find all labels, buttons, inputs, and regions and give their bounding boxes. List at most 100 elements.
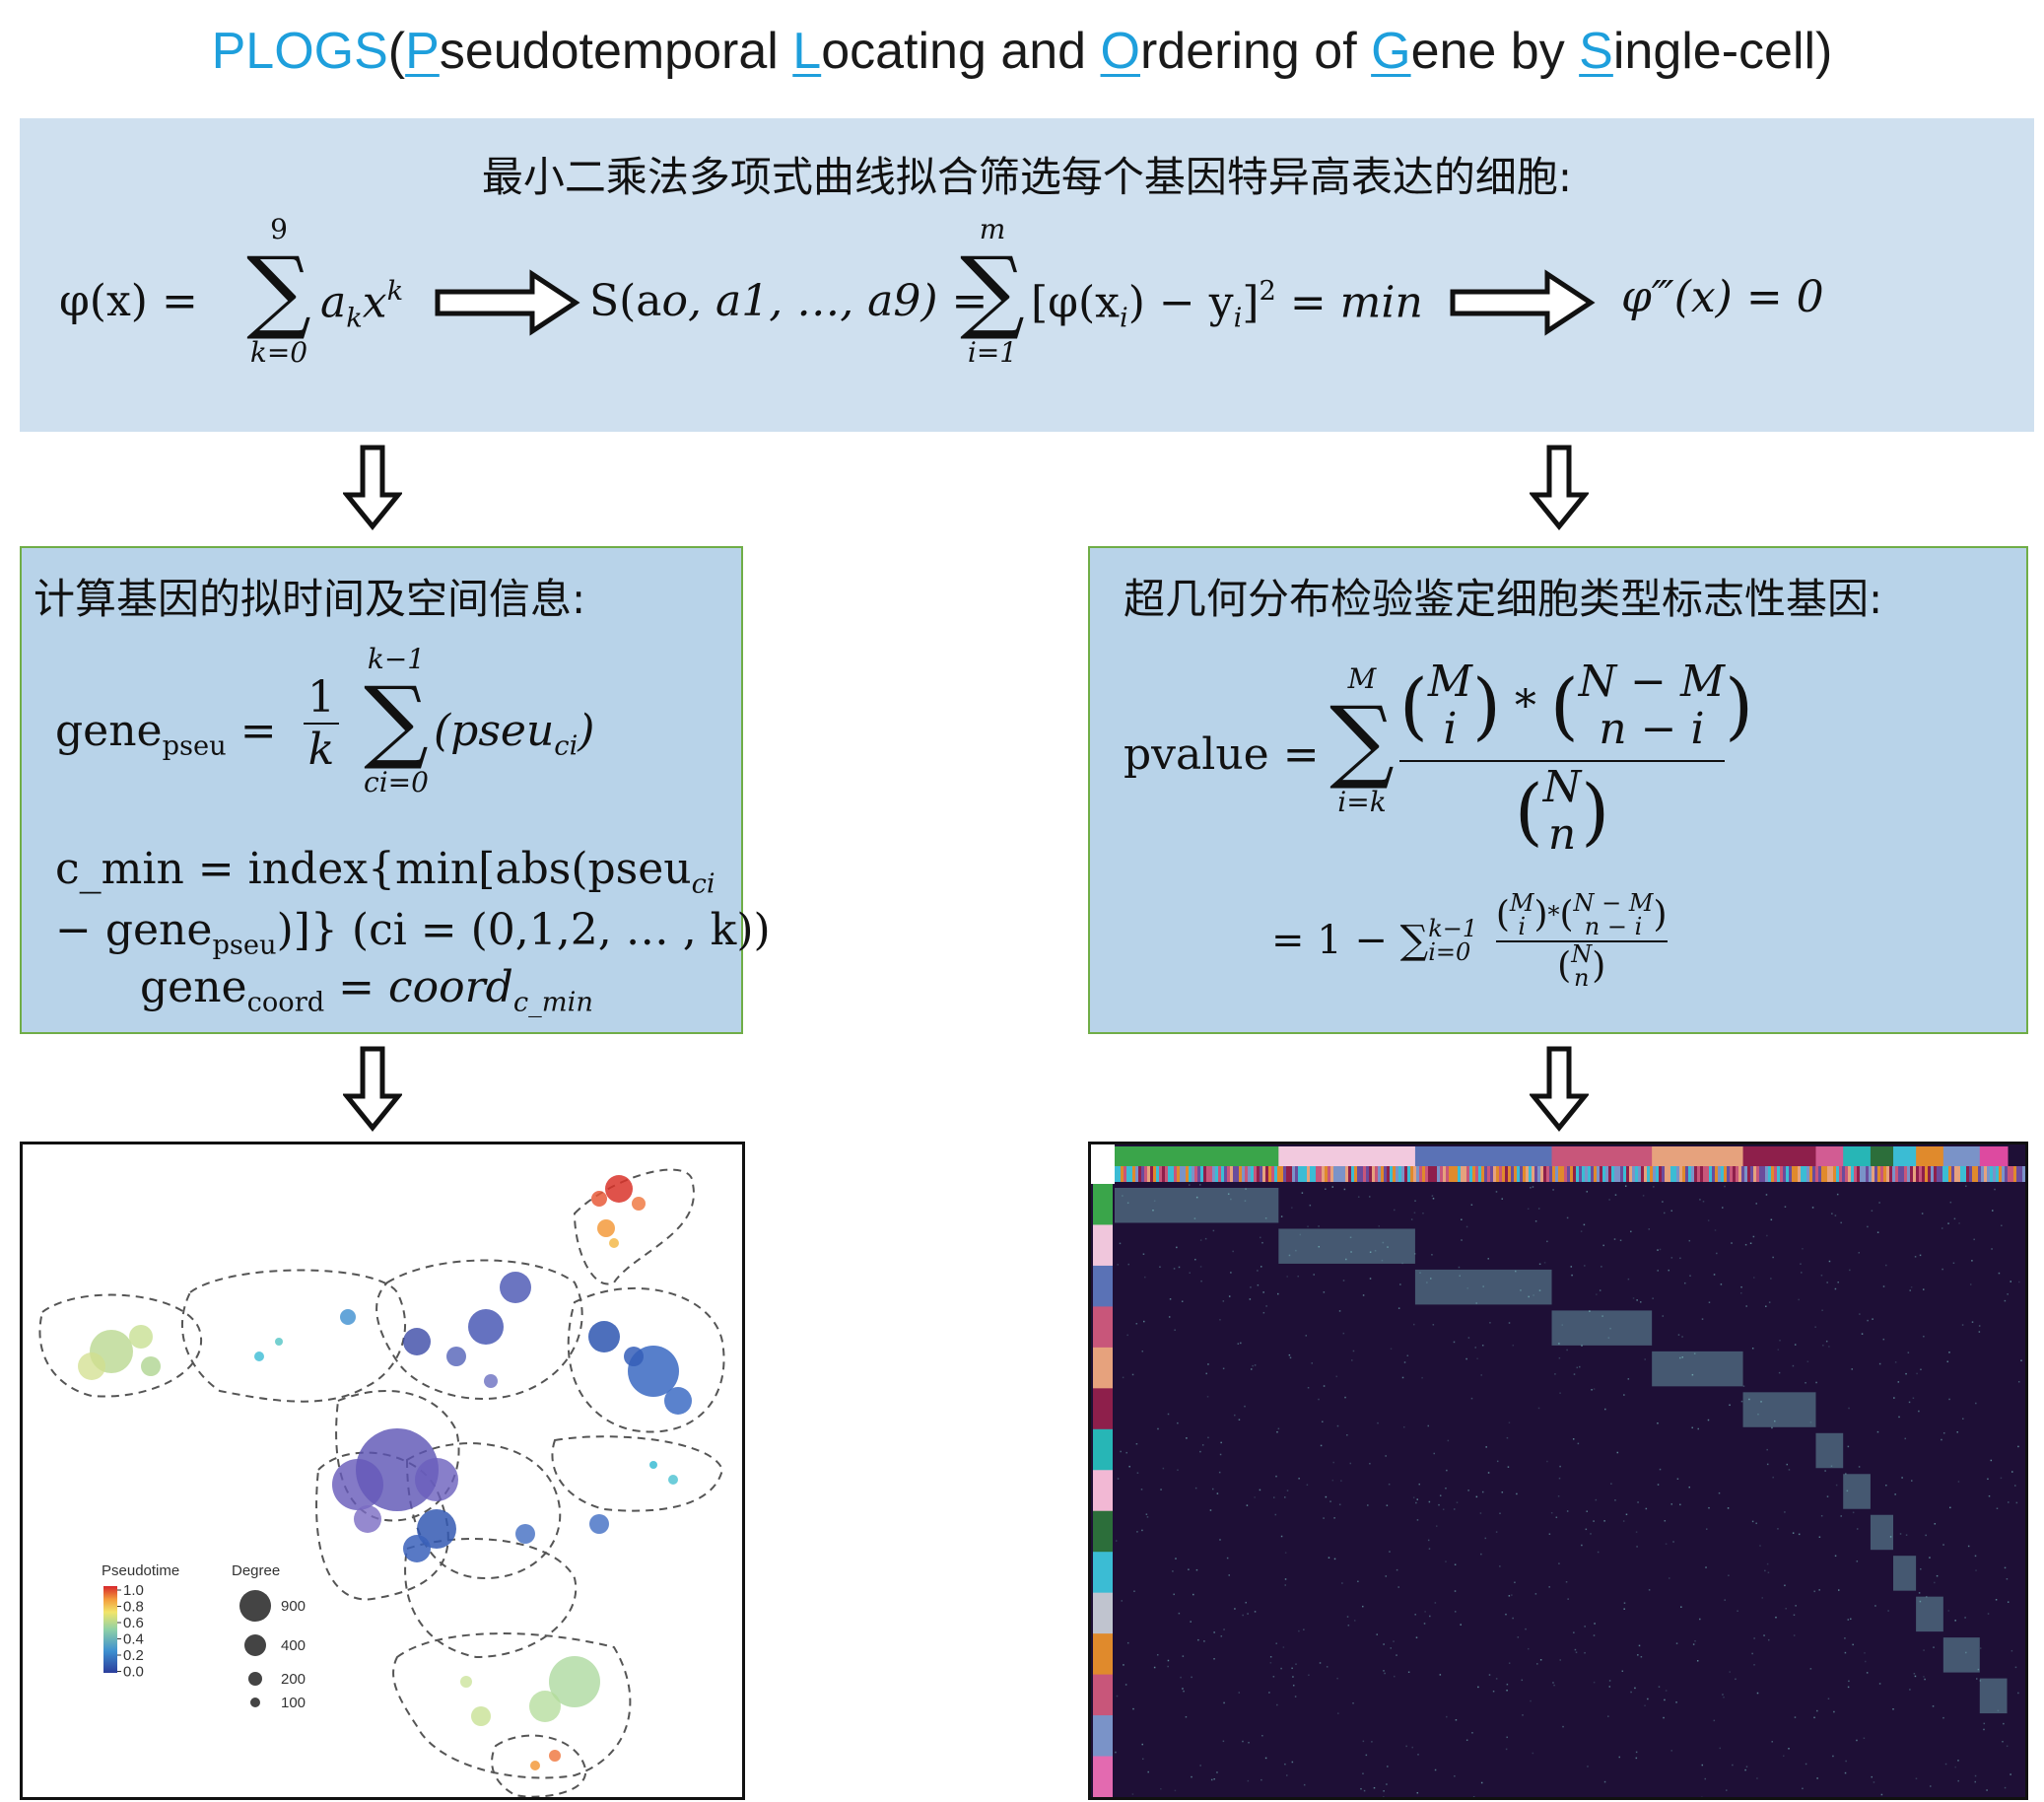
- noise-pixel: [1949, 1201, 1952, 1204]
- gene-pseu-body-sub: ci: [554, 730, 579, 762]
- annotation-stripe-cell: [1573, 1166, 1576, 1182]
- noise-pixel: [1899, 1533, 1902, 1535]
- right-arrow-icon: [1450, 269, 1596, 336]
- annotation-stripe-cell: [1540, 1166, 1543, 1182]
- noise-pixel: [1199, 1184, 1201, 1186]
- annotation-stripe-cell: [1869, 1166, 1872, 1182]
- annotation-stripe-cell: [1369, 1166, 1372, 1182]
- noise-pixel: [1907, 1352, 1910, 1353]
- pseudotime-tick-label: 0.8: [123, 1599, 144, 1616]
- noise-pixel: [1262, 1291, 1264, 1293]
- noise-pixel: [1998, 1272, 2001, 1275]
- annotation-stripe-cell: [1153, 1166, 1156, 1182]
- eq2-lhs-s: S(a: [589, 276, 662, 326]
- noise-pixel: [1973, 1238, 1975, 1241]
- annotation-stripe-cell: [1319, 1166, 1322, 1182]
- degree-size-label: 100: [281, 1695, 306, 1711]
- noise-pixel: [1455, 1718, 1458, 1721]
- noise-pixel: [1433, 1452, 1435, 1455]
- noise-pixel: [2004, 1566, 2007, 1569]
- noise-pixel: [1665, 1543, 1668, 1545]
- annotation-stripe-cell: [2019, 1166, 2022, 1182]
- noise-pixel: [1242, 1740, 1244, 1743]
- noise-pixel: [1506, 1436, 1509, 1439]
- pseudotime-tick-label: 0.6: [123, 1615, 144, 1631]
- noise-pixel: [1415, 1636, 1418, 1638]
- annotation-stripe-cell: [1555, 1166, 1558, 1182]
- noise-pixel: [1930, 1785, 1932, 1787]
- annotation-stripe-cell: [1224, 1166, 1227, 1182]
- annotation-stripe-cell: [1880, 1166, 1883, 1182]
- noise-pixel: [1167, 1665, 1169, 1668]
- noise-pixel: [1662, 1315, 1665, 1317]
- annotation-stripe-cell: [1384, 1166, 1387, 1182]
- noise-pixel: [2004, 1299, 2007, 1302]
- eq1-sigma-group: 9 ∑ k=0: [244, 213, 313, 369]
- noise-pixel: [1983, 1722, 1986, 1725]
- annotation-stripe-cell: [1762, 1166, 1765, 1182]
- noise-pixel: [1349, 1236, 1352, 1239]
- degree-size-label: 200: [281, 1671, 306, 1688]
- noise-pixel: [1987, 1613, 1990, 1615]
- annotation-stripe-cell: [1159, 1166, 1162, 1182]
- annotation-stripe-cell: [1877, 1166, 1880, 1182]
- noise-pixel: [1276, 1430, 1278, 1433]
- annotation-stripe-cell: [1472, 1166, 1475, 1182]
- noise-pixel: [1418, 1483, 1420, 1486]
- noise-pixel: [1250, 1368, 1253, 1370]
- noise-pixel: [1670, 1503, 1673, 1505]
- noise-pixel: [1784, 1206, 1787, 1208]
- noise-pixel: [1446, 1715, 1448, 1718]
- noise-pixel: [1264, 1757, 1267, 1760]
- title-word-4: ene by: [1410, 23, 1580, 80]
- noise-pixel: [1389, 1551, 1391, 1553]
- noise-pixel: [2006, 1745, 2009, 1748]
- noise-pixel: [1921, 1213, 1924, 1214]
- noise-pixel: [1948, 1398, 1950, 1401]
- noise-pixel: [1558, 1356, 1561, 1359]
- noise-pixel: [1303, 1629, 1305, 1630]
- annotation-stripe-cell: [1230, 1166, 1233, 1182]
- annotation-stripe-cell: [1638, 1166, 1641, 1182]
- noise-pixel: [1484, 1537, 1487, 1540]
- noise-pixel: [1830, 1465, 1833, 1467]
- annotation-stripe-cell: [1830, 1166, 1833, 1182]
- noise-pixel: [1805, 1381, 1806, 1384]
- noise-pixel: [1135, 1322, 1138, 1325]
- noise-pixel: [1936, 1574, 1939, 1577]
- noise-pixel: [1858, 1252, 1861, 1254]
- noise-pixel: [1219, 1539, 1221, 1541]
- noise-pixel: [1873, 1781, 1875, 1783]
- noise-pixel: [1920, 1368, 1922, 1371]
- noise-pixel: [1346, 1616, 1349, 1618]
- noise-pixel: [1136, 1472, 1139, 1474]
- pseudotime-legend-ticks: 1.00.80.60.40.20.0: [117, 1582, 144, 1681]
- noise-pixel: [1172, 1570, 1174, 1572]
- noise-pixel: [1207, 1363, 1209, 1365]
- noise-pixel: [1548, 1533, 1551, 1535]
- noise-pixel: [1178, 1612, 1181, 1615]
- eq3: φ‴(x) = 0: [1621, 272, 1824, 322]
- noise-pixel: [1714, 1229, 1717, 1231]
- noise-pixel: [1722, 1207, 1724, 1209]
- pseudotime-tick-label: 0.0: [123, 1664, 144, 1681]
- title-open-paren: (: [387, 23, 406, 80]
- annotation-stripe-cell: [1357, 1166, 1360, 1182]
- noise-pixel: [1377, 1421, 1379, 1424]
- noise-pixel: [1286, 1490, 1289, 1491]
- noise-pixel: [1514, 1581, 1516, 1584]
- degree-size-circle: [248, 1672, 262, 1686]
- annotation-stripe-cell: [1591, 1166, 1594, 1182]
- noise-pixel: [1662, 1201, 1664, 1203]
- noise-pixel: [1772, 1256, 1774, 1259]
- left-annotation-segment: [1093, 1633, 1113, 1676]
- noise-pixel: [1160, 1489, 1162, 1490]
- noise-pixel: [1191, 1676, 1192, 1679]
- noise-pixel: [1901, 1477, 1903, 1479]
- noise-pixel: [1313, 1274, 1315, 1276]
- diagonal-expression-block: [1551, 1310, 1653, 1346]
- noise-pixel: [1530, 1187, 1532, 1189]
- noise-pixel: [1363, 1789, 1366, 1792]
- annotation-stripe-cell: [1821, 1166, 1824, 1182]
